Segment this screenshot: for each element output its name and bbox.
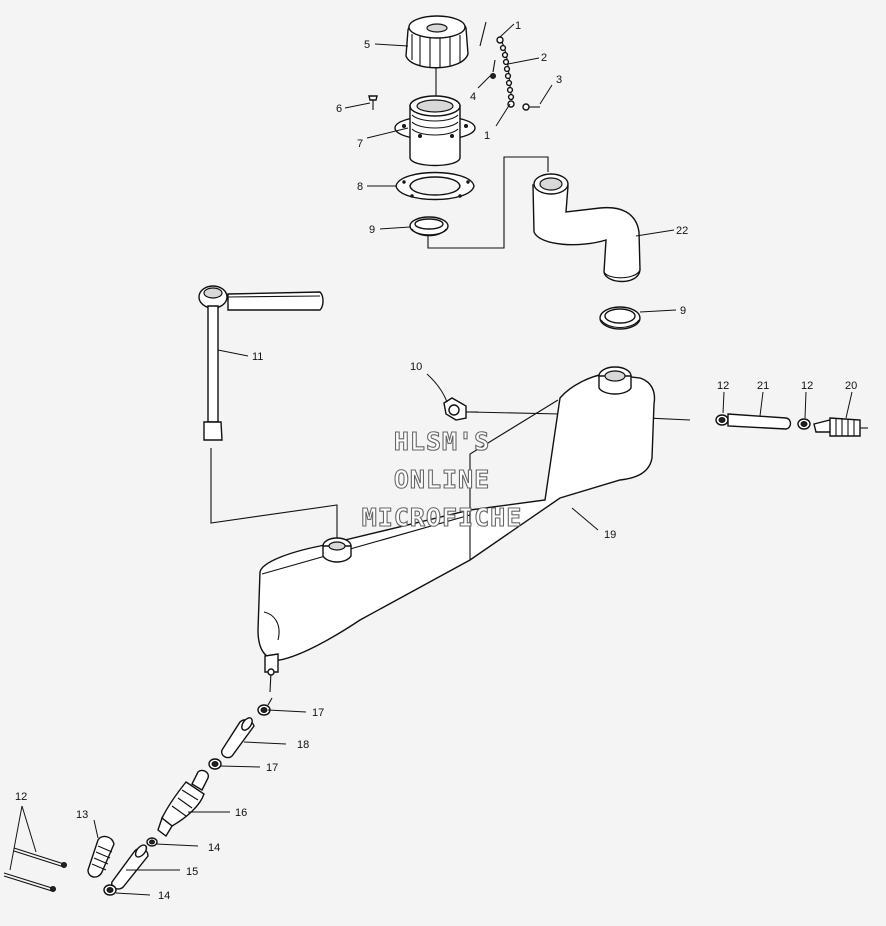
connector-gauge-to-tank bbox=[210, 448, 338, 545]
callout-4: 4 bbox=[470, 91, 476, 103]
fuel-line-clamp-lower[interactable] bbox=[208, 758, 222, 770]
hose-clamp-upper[interactable] bbox=[409, 216, 449, 237]
leader-lines bbox=[9, 23, 853, 896]
callout-18: 18 bbox=[297, 739, 309, 751]
watermark-line-1: HLSM'S bbox=[394, 427, 490, 456]
callout-1-top: 1 bbox=[515, 20, 521, 32]
fuel-hose[interactable] bbox=[220, 716, 255, 759]
callout-12-vent-right: 12 bbox=[801, 380, 813, 392]
callout-1-bottom: 1 bbox=[484, 130, 490, 142]
hose-clamp-lower[interactable] bbox=[599, 306, 641, 330]
filter-hose[interactable] bbox=[111, 843, 149, 890]
callout-17-lower: 17 bbox=[266, 762, 278, 774]
connector-neck-to-elbow bbox=[427, 156, 549, 249]
filler-neck[interactable] bbox=[394, 95, 476, 167]
callout-17-upper: 17 bbox=[312, 707, 324, 719]
callout-5: 5 bbox=[364, 39, 370, 51]
callout-6: 6 bbox=[336, 103, 342, 115]
vent-hose[interactable] bbox=[727, 413, 792, 430]
fuel-line-clamp-upper[interactable] bbox=[257, 697, 273, 716]
vent-hose-clamp-left[interactable] bbox=[715, 414, 729, 426]
fuel-filter[interactable] bbox=[157, 769, 210, 838]
cable-ties[interactable] bbox=[3, 847, 67, 892]
fuel-tank[interactable] bbox=[257, 366, 656, 676]
filter-hose-clamp-lower[interactable] bbox=[103, 884, 117, 896]
callout-19: 19 bbox=[604, 529, 616, 541]
callout-9-lower: 9 bbox=[680, 305, 686, 317]
neck-screw[interactable] bbox=[368, 95, 378, 110]
callout-14-upper: 14 bbox=[208, 842, 220, 854]
neck-gasket[interactable] bbox=[395, 171, 475, 201]
cap-tether-chain[interactable] bbox=[479, 21, 515, 108]
fuel-gauge-sender[interactable] bbox=[198, 285, 324, 441]
callout-15: 15 bbox=[186, 866, 198, 878]
rivet[interactable] bbox=[522, 103, 540, 111]
callout-7: 7 bbox=[357, 138, 363, 150]
hose-spring-protector[interactable] bbox=[87, 835, 115, 878]
callout-11: 11 bbox=[252, 351, 263, 363]
callout-20: 20 bbox=[845, 380, 857, 392]
callout-21: 21 bbox=[757, 380, 769, 392]
callout-22: 22 bbox=[676, 225, 688, 237]
vent-hose-clamp-right[interactable] bbox=[797, 418, 811, 430]
callout-16: 16 bbox=[235, 807, 247, 819]
callout-2: 2 bbox=[541, 52, 547, 64]
callout-10: 10 bbox=[410, 361, 422, 373]
callout-3: 3 bbox=[556, 74, 562, 86]
callout-9-upper: 9 bbox=[369, 224, 375, 236]
fuel-cap[interactable] bbox=[405, 15, 469, 69]
callout-14-lower: 14 bbox=[158, 890, 170, 902]
filler-elbow-hose[interactable] bbox=[532, 173, 641, 283]
callout-labels: 5 1 2 3 4 1 6 7 8 9 22 9 11 10 19 12 21 … bbox=[15, 20, 857, 902]
callout-13: 13 bbox=[76, 809, 88, 821]
callout-12-ties: 12 bbox=[15, 791, 27, 803]
watermark-line-2: ONLINE bbox=[394, 465, 490, 494]
callout-8: 8 bbox=[357, 181, 363, 193]
watermark: HLSM'S ONLINE MICROFICHE bbox=[361, 426, 523, 532]
callout-12-vent-left: 12 bbox=[717, 380, 729, 392]
vent-elbow[interactable] bbox=[443, 397, 478, 421]
watermark-line-3: MICROFICHE bbox=[362, 503, 523, 532]
vent-check-valve[interactable] bbox=[813, 417, 868, 437]
filter-hose-clamp-upper[interactable] bbox=[146, 837, 158, 847]
